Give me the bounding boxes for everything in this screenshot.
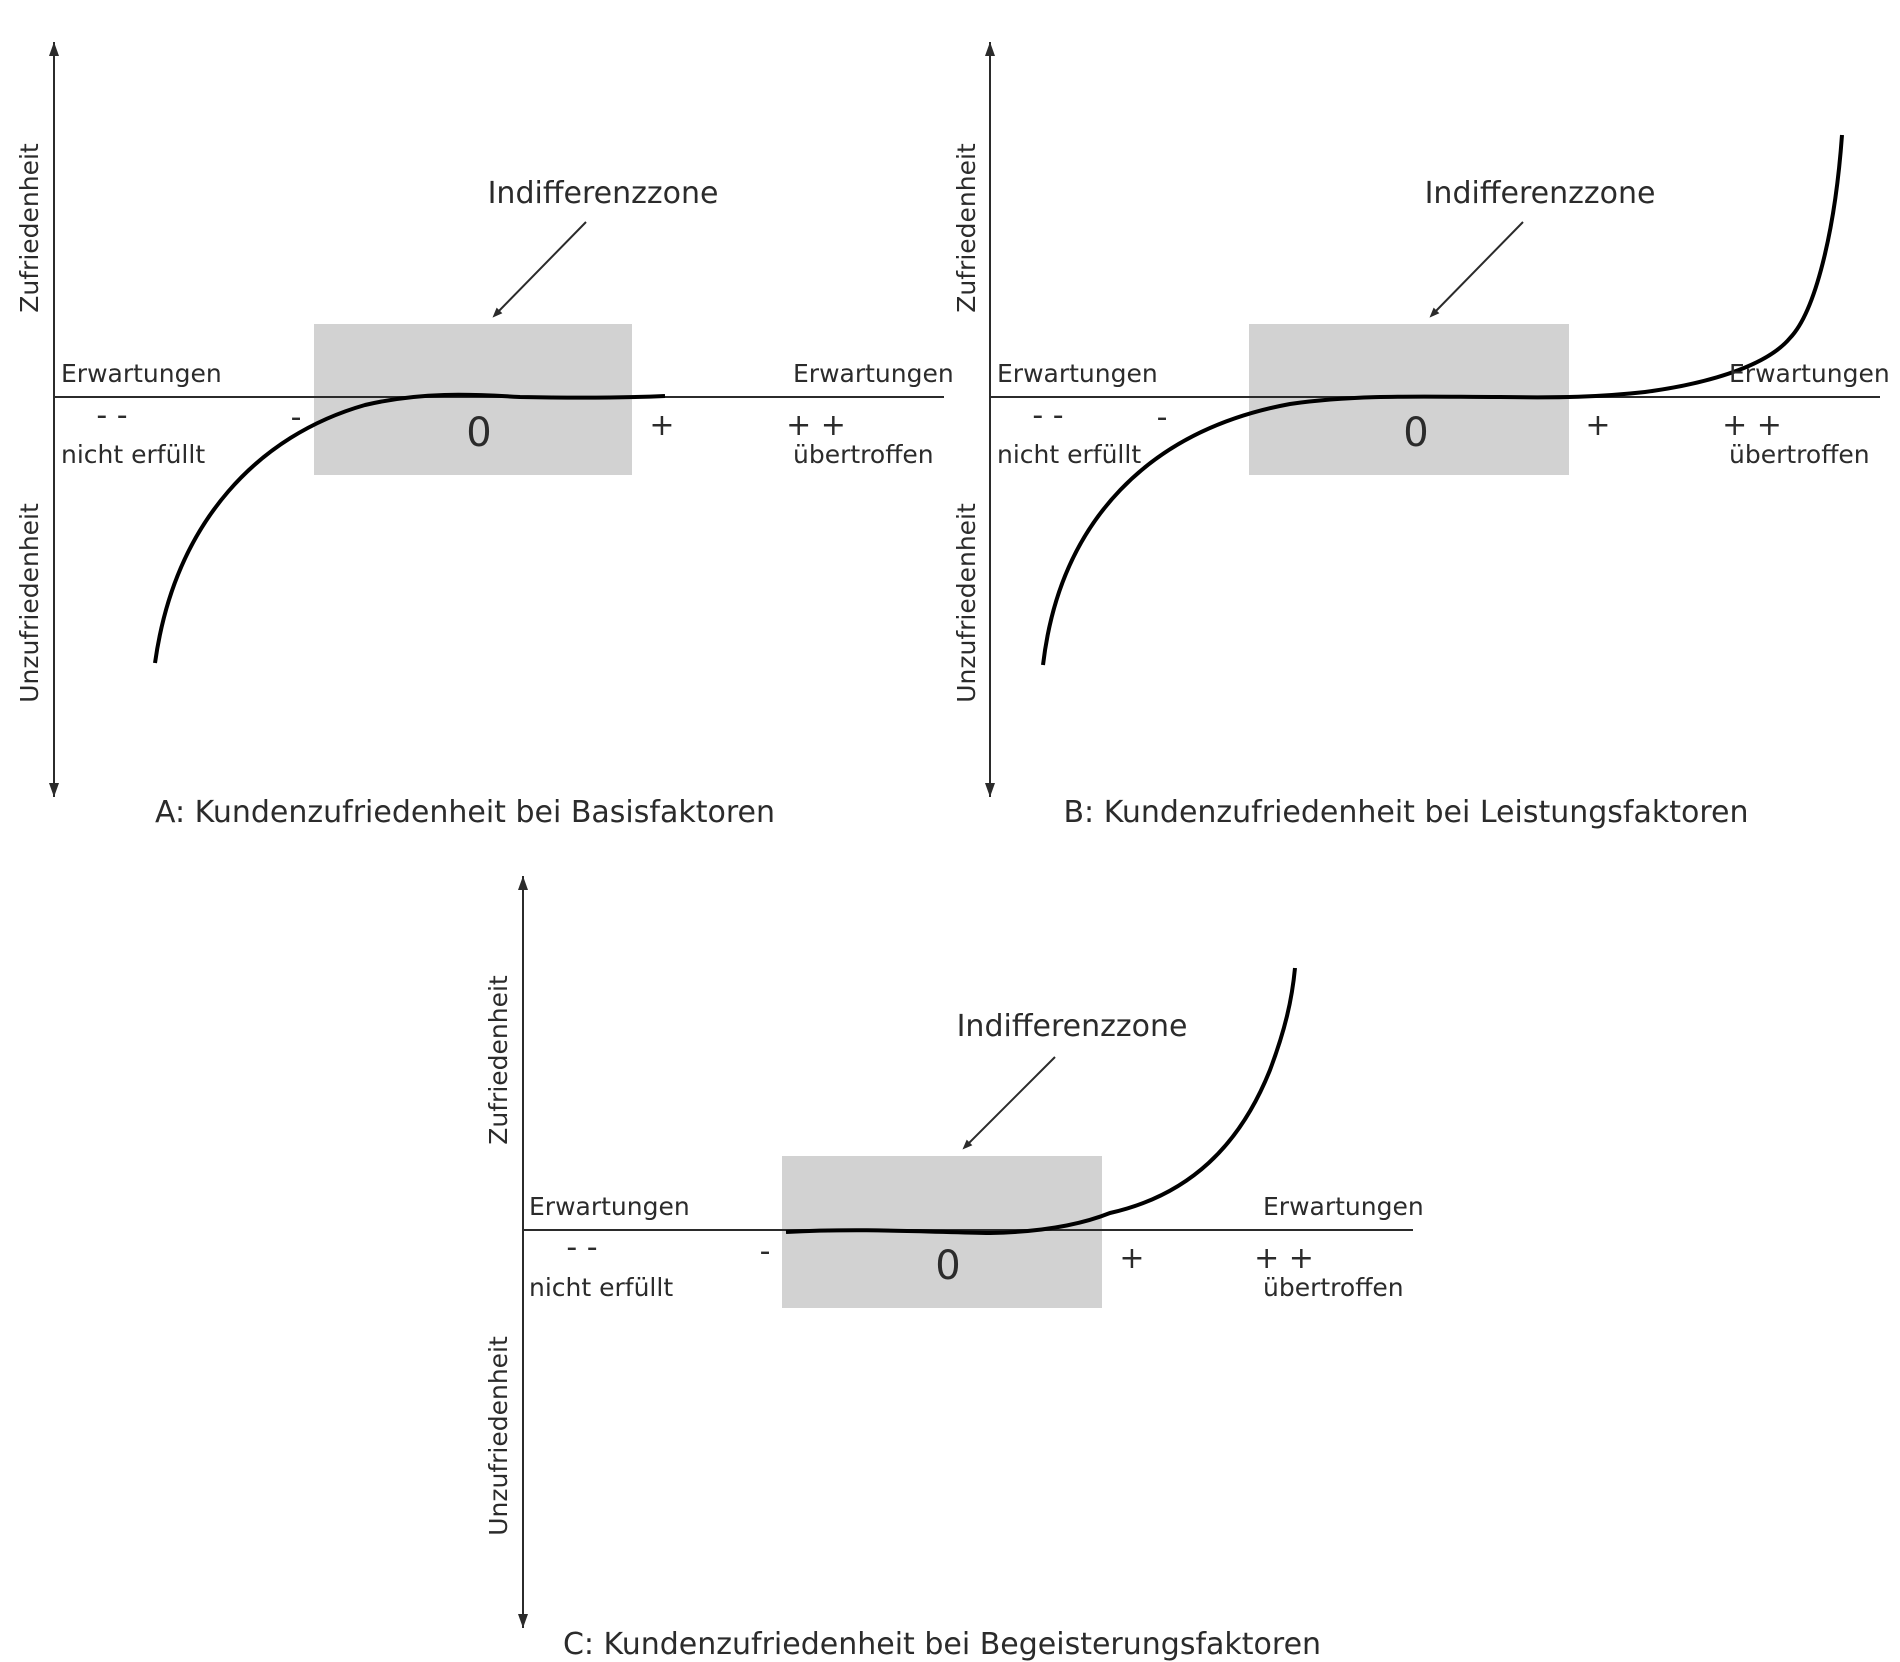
zone-pointer-arrow-b — [1429, 221, 1524, 318]
curve-b-main — [1041, 134, 1844, 666]
y-axis-arrow-top-b — [985, 42, 995, 56]
x-label-right-top-b: Erwartungen — [1729, 359, 1890, 388]
x-label-right-top-a: Erwartungen — [793, 359, 954, 388]
diagram-b: Indifferenzzone Zufriedenheit Unzufriede… — [952, 42, 1890, 830]
tick-plus-plus-a: + + — [786, 408, 846, 443]
tick-zero-c: 0 — [935, 1243, 960, 1289]
x-label-right-bottom-c: übertroffen — [1263, 1273, 1404, 1302]
x-label-left-top-b: Erwartungen — [997, 359, 1158, 388]
y-label-top-b: Zufriedenheit — [952, 143, 981, 313]
diagram-c: Indifferenzzone Zufriedenheit Unzufriede… — [484, 876, 1424, 1662]
tick-minus-minus-b: - - — [1032, 398, 1063, 433]
tick-plus-a: + — [649, 408, 674, 443]
tick-minus-b: - — [1157, 400, 1168, 435]
tick-zero-a: 0 — [466, 410, 491, 456]
curve-a — [153, 392, 666, 664]
x-label-right-bottom-a: übertroffen — [793, 440, 934, 469]
tick-plus-plus-b: + + — [1722, 408, 1782, 443]
y-axis-arrow-bottom-a — [49, 783, 59, 797]
y-label-bottom-a: Unzufriedenheit — [15, 503, 44, 703]
caption-b: B: Kundenzufriedenheit bei Leistungsfakt… — [1063, 795, 1748, 830]
tick-plus-plus-c: + + — [1254, 1241, 1314, 1276]
indifference-zone-b — [1249, 324, 1569, 475]
zone-pointer-arrow-a — [492, 221, 587, 318]
zone-pointer-arrow-c — [962, 1056, 1056, 1150]
x-label-right-bottom-b: übertroffen — [1729, 440, 1870, 469]
tick-plus-c: + — [1119, 1241, 1144, 1276]
y-axis-arrow-top-c — [518, 876, 528, 890]
x-label-left-bottom-a: nicht erfüllt — [61, 440, 205, 469]
y-axis-arrow-bottom-c — [518, 1614, 528, 1628]
x-label-left-top-c: Erwartungen — [529, 1192, 690, 1221]
tick-minus-minus-a: - - — [96, 398, 127, 433]
tick-zero-b: 0 — [1403, 410, 1428, 456]
zone-label-b: Indifferenzzone — [1425, 176, 1656, 211]
x-label-left-bottom-b: nicht erfüllt — [997, 440, 1141, 469]
y-label-top-a: Zufriedenheit — [15, 143, 44, 313]
tick-minus-c: - — [760, 1234, 771, 1269]
x-label-left-bottom-c: nicht erfüllt — [529, 1273, 673, 1302]
zone-label-a: Indifferenzzone — [488, 176, 719, 211]
x-label-right-top-c: Erwartungen — [1263, 1192, 1424, 1221]
tick-plus-b: + — [1585, 408, 1610, 443]
y-label-top-c: Zufriedenheit — [484, 975, 513, 1145]
y-axis-arrow-bottom-b — [985, 783, 995, 797]
y-label-bottom-c: Unzufriedenheit — [484, 1336, 513, 1536]
caption-a: A: Kundenzufriedenheit bei Basisfaktoren — [155, 795, 775, 830]
tick-minus-a: - — [291, 400, 302, 435]
zone-label-c: Indifferenzzone — [957, 1009, 1188, 1044]
y-axis-arrow-top-a — [49, 42, 59, 56]
curve-c — [785, 967, 1297, 1236]
x-label-left-top-a: Erwartungen — [61, 359, 222, 388]
diagram-a: Indifferenzzone Zufriedenheit Unzufriede… — [15, 42, 954, 830]
caption-c: C: Kundenzufriedenheit bei Begeisterungs… — [563, 1627, 1321, 1662]
tick-minus-minus-c: - - — [566, 1230, 597, 1265]
y-label-bottom-b: Unzufriedenheit — [952, 503, 981, 703]
